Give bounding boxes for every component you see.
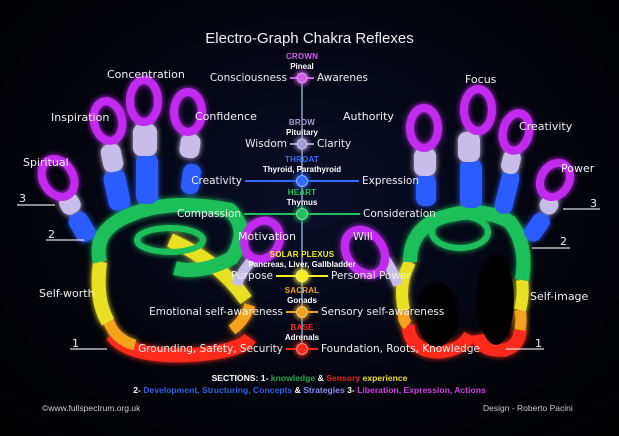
right-palm-label: Self-image xyxy=(530,290,589,303)
copyright-link[interactable]: ©www.fullspectrum.org.uk xyxy=(42,403,141,413)
right-palm-inner-heart xyxy=(429,213,491,251)
diagram-title: Electro-Graph Chakra Reflexes xyxy=(205,30,414,47)
chakra-name-solar_plexus: SOLAR PLEXUS xyxy=(269,250,335,259)
chakra-node-heart xyxy=(296,208,308,220)
section-knowledge: knowledge xyxy=(270,373,316,383)
section-sensory: Sensory xyxy=(326,373,361,383)
left-finger-pinky xyxy=(37,155,96,243)
chakra-gland-solar_plexus: Pancreas, Liver, Gallbladder xyxy=(248,260,356,269)
sections-amp-2: & xyxy=(292,385,304,395)
right-marker-2: 2 xyxy=(560,235,567,248)
section-experience: experience xyxy=(360,373,408,383)
chakra-gland-base: Adrenals xyxy=(284,333,320,342)
design-credit: Design - Roberto Pacini xyxy=(483,403,573,413)
chakra-gland-sacral: Gonads xyxy=(287,296,317,305)
left-finger-ring xyxy=(89,97,131,211)
right-palm-dark-left xyxy=(417,283,457,347)
left-marker-3: 3 xyxy=(19,192,26,205)
chakra-gland-crown: Pineal xyxy=(290,62,314,71)
right-finger-label-creativity: Creativity xyxy=(519,120,573,133)
left-palm-sacral-ring xyxy=(102,303,256,351)
left-marker-2: 2 xyxy=(48,228,55,241)
chakra-node-sacral xyxy=(296,306,308,318)
left-palm-heart-ring xyxy=(91,198,248,277)
chakra-node-crown xyxy=(296,72,308,84)
right-palm-sacral-ring xyxy=(398,308,527,332)
chakra-left-quality-base: Grounding, Safety, Security xyxy=(138,343,283,355)
right-palm-heart-ring xyxy=(403,205,531,282)
right-finger-index xyxy=(406,104,442,206)
chakra-right-quality-throat: Expression xyxy=(362,175,419,187)
left-palm-inner-heart xyxy=(134,225,206,255)
chakra-left-quality-throat: Creativity xyxy=(191,175,242,187)
section-strategies: Strategies xyxy=(303,385,345,395)
chakra-node-brow xyxy=(296,138,308,150)
right-palm-dark-right xyxy=(478,255,514,345)
right-thumb xyxy=(340,225,403,287)
sections-prefix: SECTIONS: 1- xyxy=(211,373,271,383)
chakra-name-base: BASE xyxy=(290,323,314,332)
right-finger-ring xyxy=(494,109,534,214)
chakra-name-sacral: SACRAL xyxy=(284,286,320,295)
left-palm-label: Self-worth xyxy=(39,287,95,300)
chakra-right-quality-sacral: Sensory self-awareness xyxy=(321,306,445,318)
chakra-name-heart: HEART xyxy=(287,188,317,197)
chakra-left-quality-crown: Consciousness xyxy=(209,72,287,84)
chakra-gland-throat: Thyroid, Parathyroid xyxy=(262,165,342,174)
left-hand-electrograph xyxy=(37,76,284,363)
right-finger-middle xyxy=(458,85,496,208)
chakra-right-quality-solar_plexus: Personal Power xyxy=(331,270,411,282)
left-marker-1: 1 xyxy=(72,337,79,350)
chakra-gland-heart: Thymus xyxy=(286,198,318,207)
chakra-name-throat: THROAT xyxy=(285,155,319,164)
left-finger-middle xyxy=(126,76,162,204)
chakra-left-quality-heart: Compassion xyxy=(176,208,241,220)
sections-legend-line-2: 2- Development, Structuring, Concepts & … xyxy=(0,385,619,395)
chakra-left-quality-brow: Wisdom xyxy=(245,138,287,150)
right-palm-base-ring xyxy=(401,324,527,359)
sections-amp-1: & xyxy=(315,373,327,383)
chakra-left-quality-sacral: Emotional self-awareness xyxy=(149,306,283,318)
chakra-right-quality-base: Foundation, Roots, Knowledge xyxy=(321,343,480,355)
left-finger-index xyxy=(170,88,206,195)
right-finger-label-focus: Focus xyxy=(465,73,497,86)
chakra-name-brow: BROW xyxy=(288,118,316,127)
section-liberation: Liberation, Expression, Actions xyxy=(357,385,486,395)
left-finger-label-confidence: Confidence xyxy=(195,110,257,123)
chakra-right-quality-crown: Awarenes xyxy=(317,72,368,84)
chakra-gland-brow: Pituitary xyxy=(285,128,319,137)
left-finger-label-inspiration: Inspiration xyxy=(51,111,110,124)
right-marker-1: 1 xyxy=(535,337,542,350)
right-hand-electrograph xyxy=(340,85,575,359)
chakra-name-crown: CROWN xyxy=(285,52,319,61)
right-finger-label-power: Power xyxy=(561,162,595,175)
section-development: Development, Structuring, Concepts xyxy=(143,385,293,395)
chakra-left-quality-solar_plexus: Purpose xyxy=(230,270,273,282)
left-palm xyxy=(91,198,256,363)
right-finger-pinky xyxy=(524,158,575,242)
left-finger-label-concentration: Concentration xyxy=(107,68,185,81)
chakra-node-solar_plexus xyxy=(295,269,309,283)
section-2-number: 2- xyxy=(133,385,144,395)
section-3-number: 3- xyxy=(344,385,358,395)
right-thumb-label: Will xyxy=(353,230,373,243)
chakra-right-quality-heart: Consideration xyxy=(363,208,436,220)
left-finger-label-spiritual: Spiritual xyxy=(23,156,69,169)
chakra-node-base xyxy=(296,343,308,355)
right-palm-solar-ring xyxy=(396,259,529,312)
left-thumb-label: Motivation xyxy=(238,230,296,243)
left-thumb xyxy=(231,216,284,288)
right-finger-label-authority: Authority xyxy=(343,110,394,123)
sections-legend-line-1: SECTIONS: 1- knowledge & Sensory experie… xyxy=(0,373,619,383)
right-marker-3: 3 xyxy=(590,197,597,210)
chakra-right-quality-brow: Clarity xyxy=(317,138,352,150)
right-palm xyxy=(396,205,531,359)
chakra-node-throat xyxy=(296,175,308,187)
